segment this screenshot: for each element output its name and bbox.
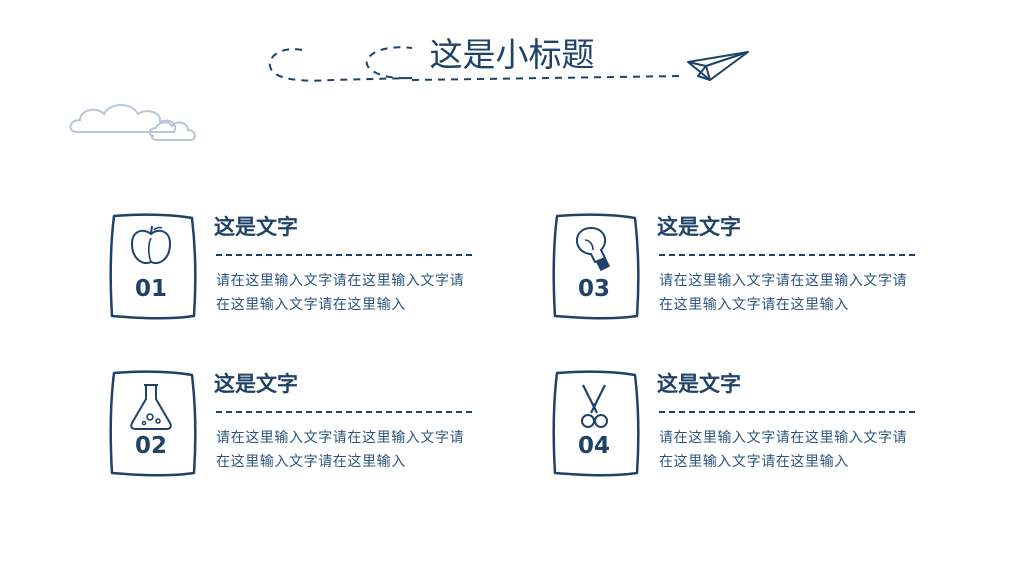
item-number: 04 — [577, 433, 610, 459]
item-heading: 这是文字 — [214, 372, 298, 396]
scissors-icon — [581, 384, 608, 428]
card-frame — [109, 213, 197, 320]
cloud-icon — [69, 104, 196, 141]
feature-card-01: 01 这是文字 请在这里输入文字请在这里输入文字请在这里输入文字请在这里输入 — [108, 212, 488, 324]
dashed-divider — [216, 411, 472, 413]
item-heading: 这是文字 — [657, 215, 741, 239]
dashed-flight-path — [268, 46, 683, 82]
item-description: 请在这里输入文字请在这里输入文字请在这里输入文字请在这里输入 — [216, 430, 465, 470]
card-frame — [552, 213, 640, 320]
apple-icon — [130, 225, 172, 264]
item-number: 02 — [134, 433, 167, 459]
dashed-divider — [216, 254, 472, 256]
item-description: 请在这里输入文字请在这里输入文字请在这里输入文字请在这里输入 — [216, 273, 465, 313]
paper-plane-icon — [687, 51, 749, 81]
item-description: 请在这里输入文字请在这里输入文字请在这里输入文字请在这里输入 — [659, 273, 908, 313]
flask-icon — [130, 384, 172, 430]
card-frame — [552, 370, 640, 477]
item-number: 01 — [134, 276, 167, 302]
feature-card-02: 02 这是文字 请在这里输入文字请在这里输入文字请在这里输入文字请在这里输入 — [108, 369, 488, 481]
lightbulb-icon — [575, 227, 611, 272]
item-heading: 这是文字 — [657, 372, 741, 396]
slide-title: 这是小标题 — [429, 35, 595, 74]
feature-card-04: 04 这是文字 请在这里输入文字请在这里输入文字请在这里输入文字请在这里输入 — [551, 369, 931, 481]
feature-card-03: 03 这是文字 请在这里输入文字请在这里输入文字请在这里输入文字请在这里输入 — [551, 212, 931, 324]
card-frame — [109, 370, 197, 477]
item-number: 03 — [577, 276, 610, 302]
dashed-divider — [659, 254, 915, 256]
dashed-divider — [659, 411, 915, 413]
item-description: 请在这里输入文字请在这里输入文字请在这里输入文字请在这里输入 — [659, 430, 908, 470]
item-heading: 这是文字 — [214, 215, 298, 239]
